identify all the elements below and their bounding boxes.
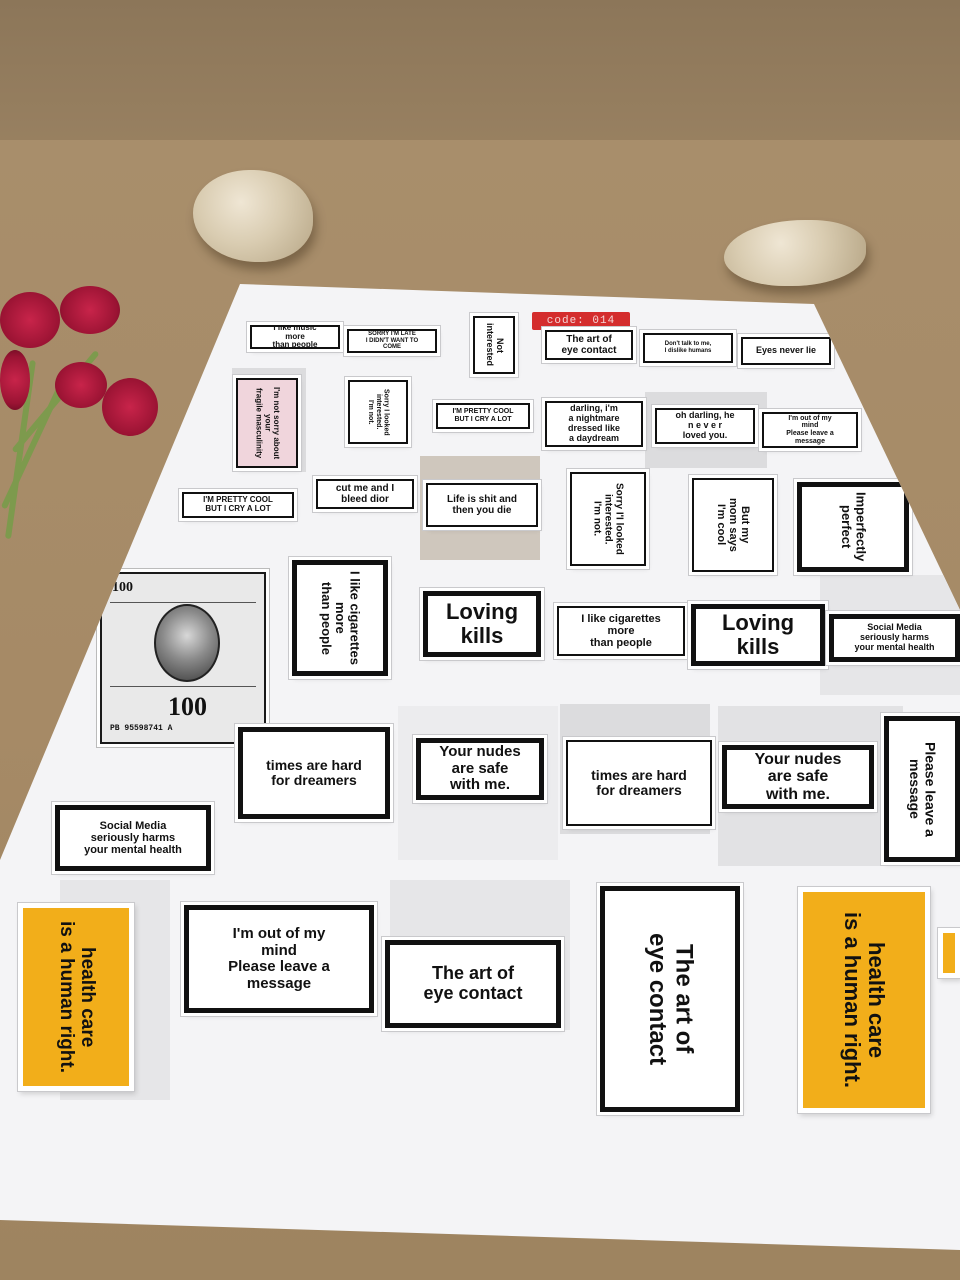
sticker-eye-contact-medium: The art of eye contact	[385, 940, 561, 1028]
sticker-dreamers-1: times are hard for dreamers	[238, 727, 390, 819]
sticker-music: I like music more than people	[250, 325, 340, 349]
sticker-leave-message-cut: Please leave a message	[884, 716, 960, 862]
sticker-not-interested: Not interested	[473, 316, 515, 374]
sticker-social-media-1: Social Media seriously harms your mental…	[829, 614, 960, 662]
dollar-bill-sticker: 100 100 PB 95598741 A	[100, 572, 266, 744]
sticker-eye-contact-vertical: The art of eye contact	[600, 886, 740, 1112]
seashell-right	[724, 220, 866, 286]
bill-denomination-top: 100	[112, 580, 133, 595]
sticker-health-care-2: health care is a human right.	[798, 887, 930, 1113]
sticker-eye-contact-small: The art of eye contact	[545, 330, 633, 360]
sticker-mom-says-cool: But my mom says I'm cool	[692, 478, 774, 572]
sticker-out-of-mind-large: I'm out of my mind Please leave a messag…	[184, 905, 374, 1013]
sticker-dont-talk: Don't talk to me, I dislike humans	[643, 333, 733, 363]
sticker-cigarettes-horizontal: I like cigarettes more than people	[557, 606, 685, 656]
bill-serial: PB 95598741 A	[110, 724, 173, 733]
sticker-nudes-1: Your nudes are safe with me.	[416, 738, 544, 800]
sticker-never-loved: oh darling, he n e v e r loved you.	[655, 408, 755, 444]
sticker-pretty-cool-1: I'M PRETTY COOL BUT I CRY A LOT	[436, 403, 530, 429]
seashell-left	[193, 170, 313, 262]
code-badge: code: 014	[532, 312, 630, 330]
sticker-imperfectly-perfect: Imperfectly perfect	[797, 482, 909, 572]
bill-portrait	[154, 604, 220, 682]
sticker-cut-edge	[938, 928, 960, 978]
sticker-loving-kills-1: Loving kills	[423, 591, 541, 657]
sticker-out-of-mind-small: I'm out of my mind Please leave a messag…	[762, 412, 858, 448]
sticker-pretty-cool-2: I'M PRETTY COOL BUT I CRY A LOT	[182, 492, 294, 518]
sticker-health-care-1: health care is a human right.	[18, 903, 134, 1091]
sticker-eyes-never-lie: Eyes never lie	[741, 337, 831, 365]
sticker-cigarettes-vertical: I like cigarettes more than people	[292, 560, 388, 676]
sticker-sorry-late: SORRY I'M LATE I DIDN'T WANT TO COME	[347, 329, 437, 353]
sticker-sorry-looked-2: Sorry I'I looked interested. I'm not.	[570, 472, 646, 566]
sticker-nudes-2: Your nudes are safe with me.	[722, 745, 874, 809]
sticker-dreamers-2: times are hard for dreamers	[566, 740, 712, 826]
sticker-fragile-masculinity: I'm not sorry about your fragile masculi…	[236, 378, 298, 468]
sticker-nightmare: darling, i'm a nightmare dressed like a …	[545, 401, 643, 447]
sticker-social-media-2: Social Media seriously harms your mental…	[55, 805, 211, 871]
bill-denomination-bottom: 100	[168, 692, 207, 721]
sticker-loving-kills-2: Loving kills	[691, 604, 825, 666]
sticker-sorry-looked: Sorry I looked interested. I'm not.	[348, 380, 408, 444]
sticker-bleed-dior: cut me and I bleed dior	[316, 479, 414, 509]
sticker-life-is-shit: Life is shit and then you die	[426, 483, 538, 527]
